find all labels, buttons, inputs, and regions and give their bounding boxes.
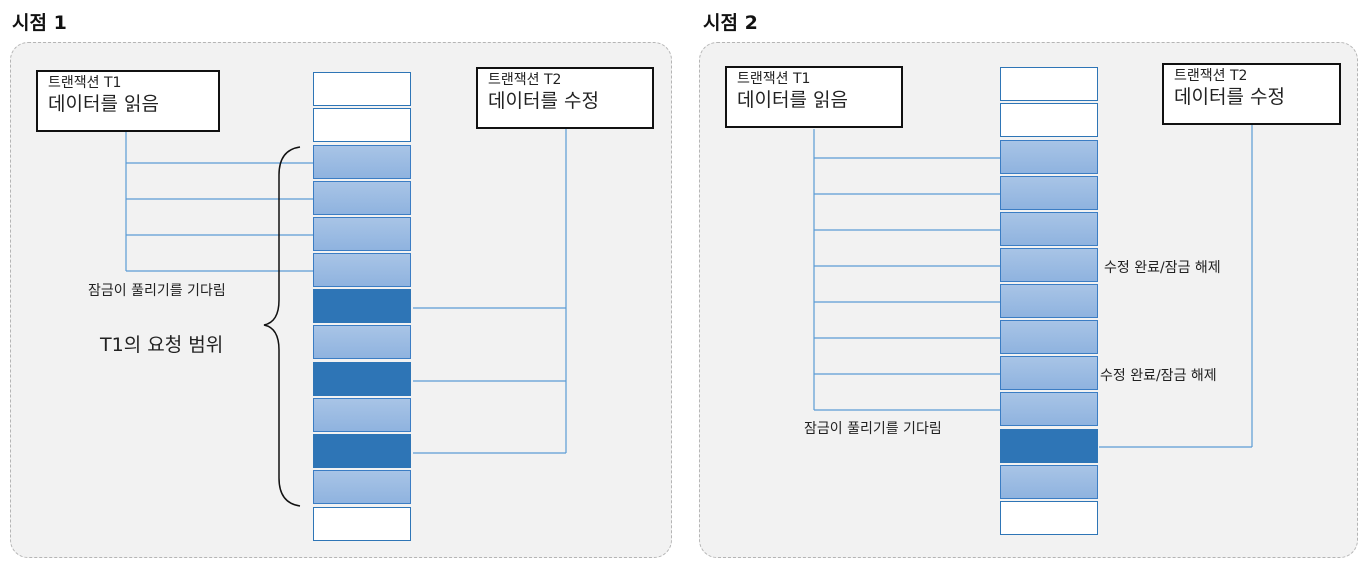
t1-box-2: 트랜잭션 T1 데이터를 읽음 [725,66,903,128]
t2-box-2-line2: 데이터를 수정 [1174,86,1285,108]
t1-box-1-line1: 트랜잭션 T1 [48,75,122,91]
t2-box-1-line1: 트랜잭션 T2 [488,72,562,88]
tp1-cell-modified [313,362,411,396]
tp2-cell-range [1000,176,1098,210]
t1-box-1: 트랜잭션 T1 데이터를 읽음 [36,70,220,132]
tp1-cell-range [313,253,411,287]
timepoint1-range-label: T1의 요청 범위 [100,334,224,356]
tp1-cell-range [313,181,411,215]
tp2-cell-empty [1000,501,1098,535]
release-label-1: 수정 완료/잠금 해제 [1104,260,1221,276]
tp1-cell-empty [313,108,411,142]
tp1-cell-range [313,325,411,359]
tp1-cell-range [313,470,411,504]
tp1-cell-empty [313,72,411,106]
tp2-cell-range [1000,356,1098,390]
t1-box-1-line2: 데이터를 읽음 [48,93,159,115]
tp2-cell-range [1000,320,1098,354]
tp1-cell-range [313,398,411,432]
t1-box-2-line2: 데이터를 읽음 [737,89,848,111]
tp1-cell-modified [313,434,411,468]
t1-box-2-line1: 트랜잭션 T1 [737,71,811,87]
tp2-cell-range [1000,284,1098,318]
tp2-cell-empty [1000,103,1098,137]
t2-box-1-line2: 데이터를 수정 [488,90,599,112]
tp1-cell-empty [313,507,411,541]
release-label-2: 수정 완료/잠금 해제 [1100,368,1217,384]
tp1-cell-range [313,145,411,179]
timepoint1-wait-label: 잠금이 풀리기를 기다림 [88,283,226,299]
tp2-cell-modified [1000,429,1098,463]
t2-box-1: 트랜잭션 T2 데이터를 수정 [476,67,654,129]
tp2-cell-range [1000,140,1098,174]
timepoint2-wait-label: 잠금이 풀리기를 기다림 [804,421,942,437]
timepoint2-title: 시점 2 [703,12,758,34]
tp2-cell-range [1000,212,1098,246]
timepoint1-title: 시점 1 [12,12,67,34]
tp2-cell-range [1000,465,1098,499]
tp1-cell-range [313,217,411,251]
tp1-cell-modified [313,289,411,323]
t2-box-2: 트랜잭션 T2 데이터를 수정 [1162,63,1341,125]
tp2-cell-empty [1000,67,1098,101]
tp2-cell-range [1000,248,1098,282]
t2-box-2-line1: 트랜잭션 T2 [1174,68,1248,84]
tp2-cell-range [1000,392,1098,426]
